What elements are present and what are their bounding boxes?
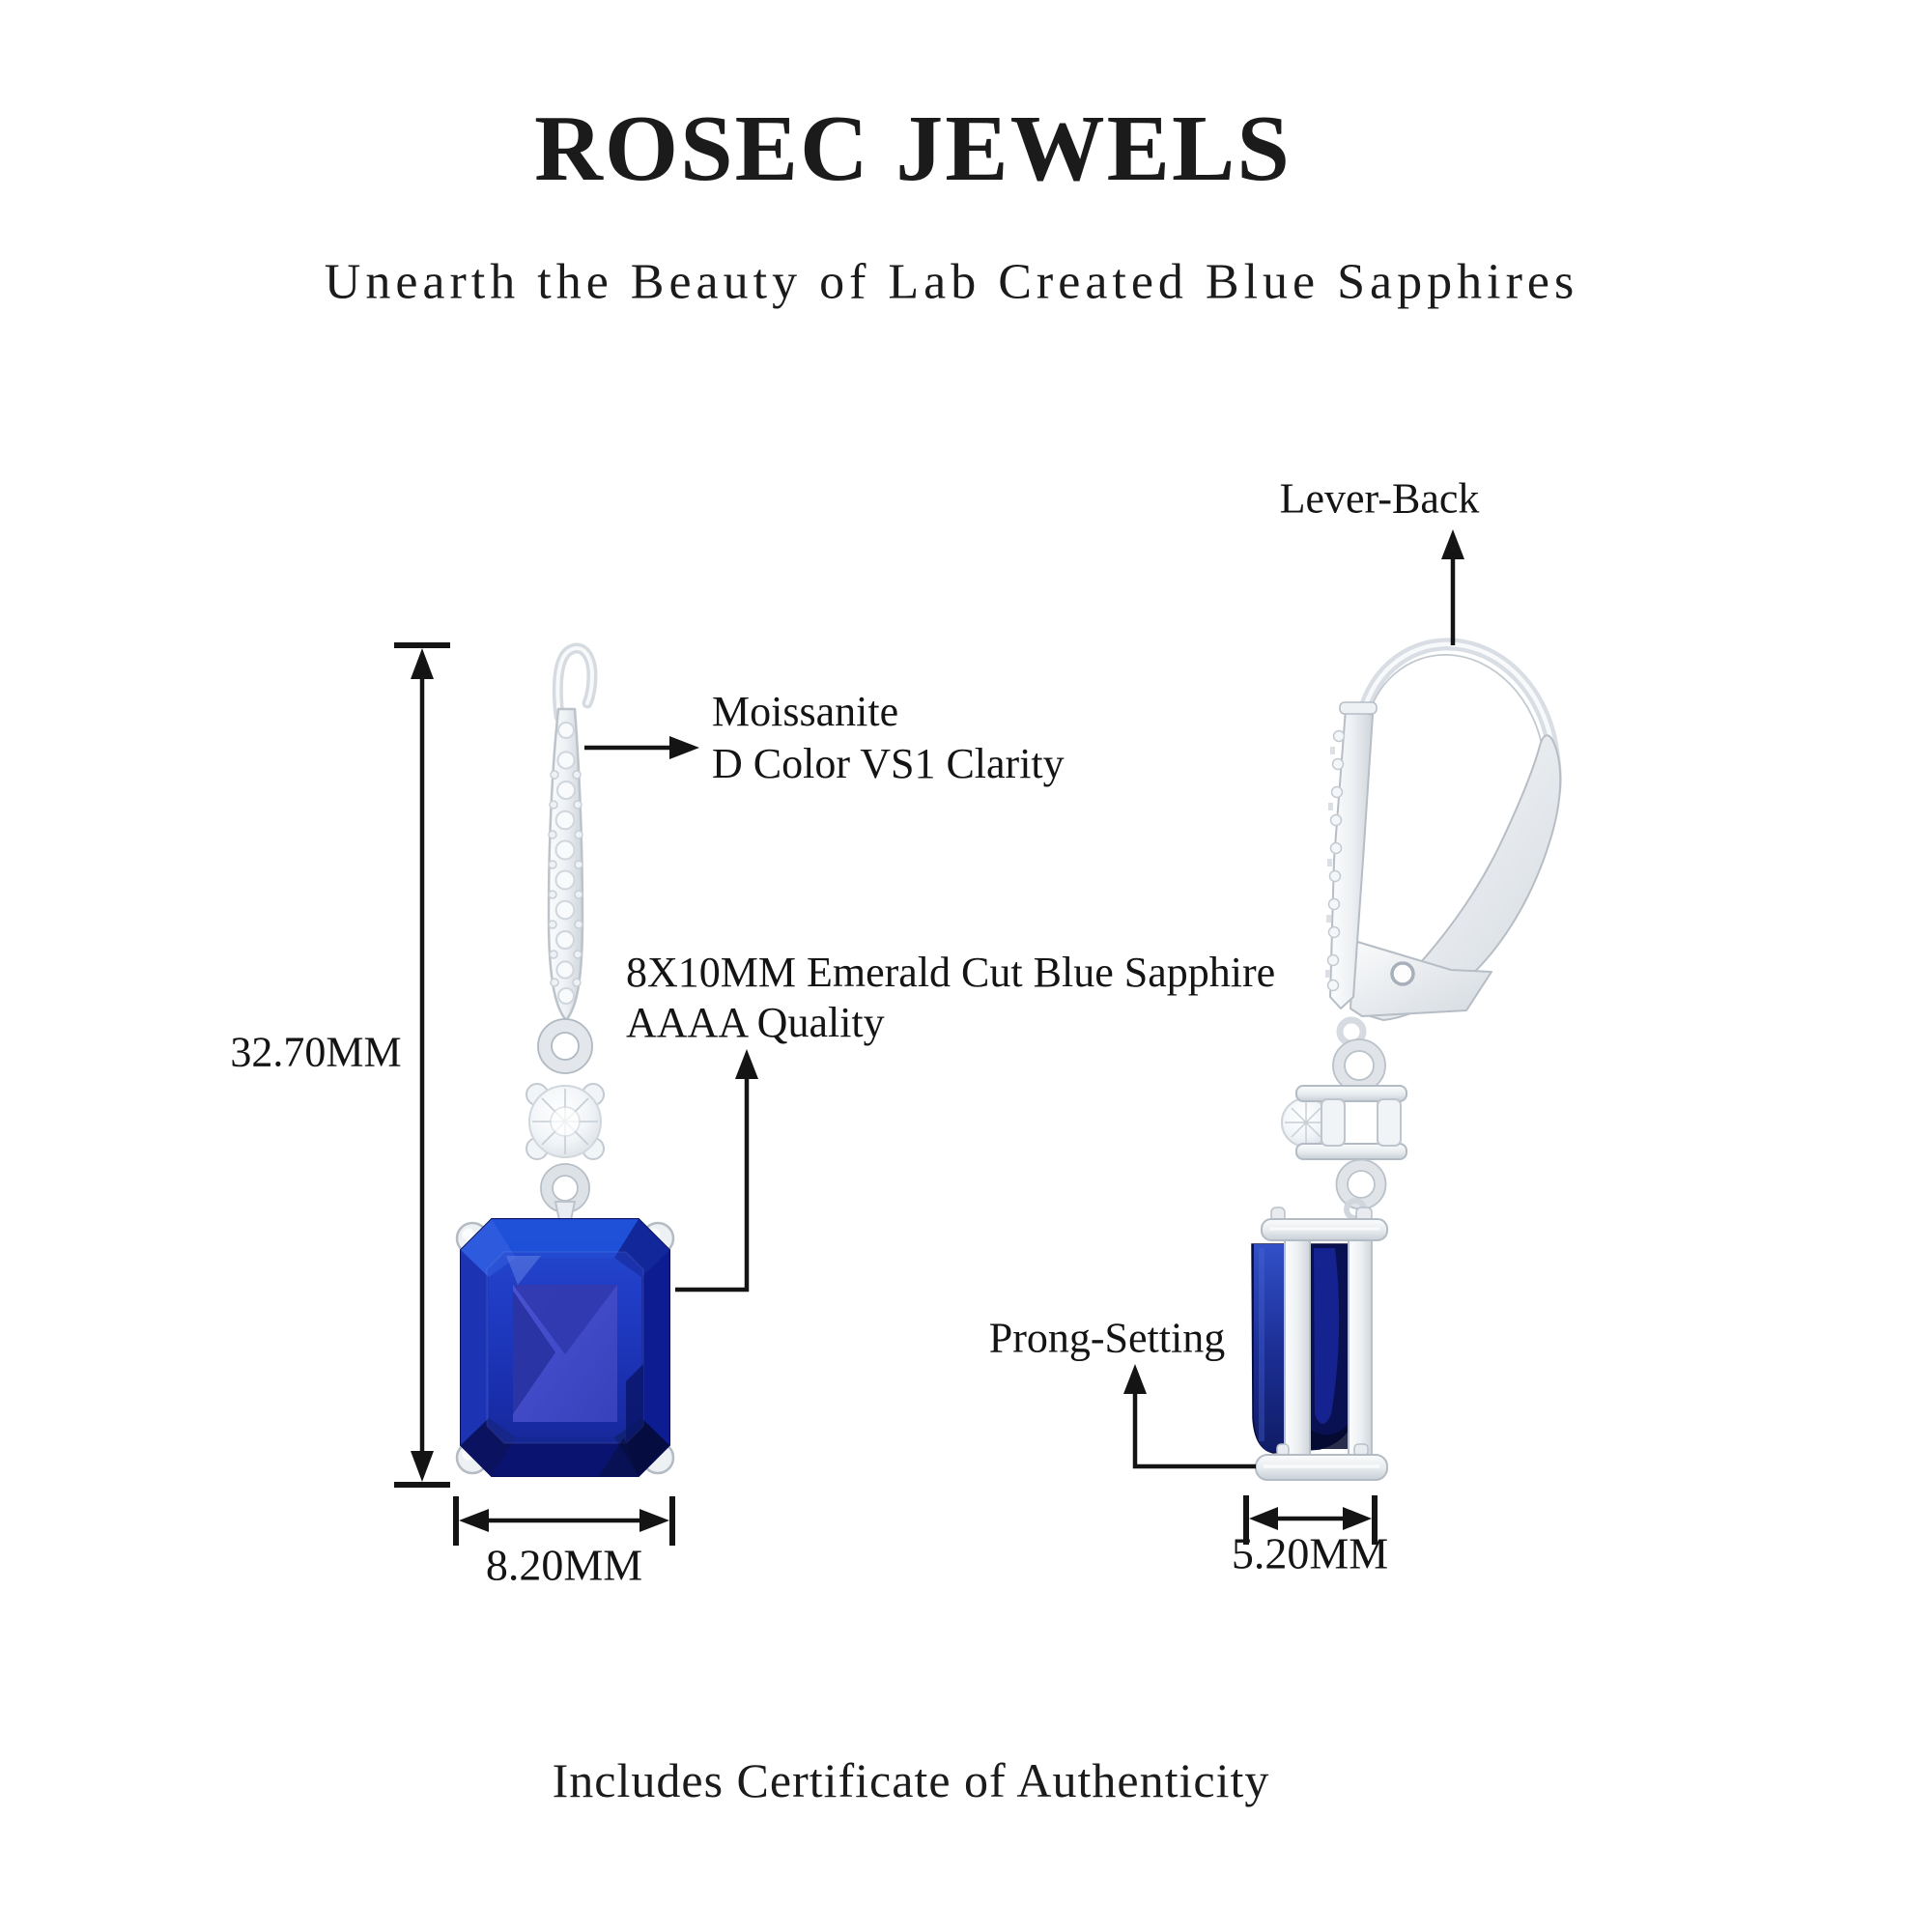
dim-side-arrow-left xyxy=(1249,1507,1278,1530)
moissanite-label-line1: Moissanite xyxy=(712,688,899,735)
prong-arrowhead xyxy=(1123,1364,1147,1394)
leverback-wire-edge xyxy=(1365,654,1545,756)
brand-title: ROSEC JEWELS xyxy=(534,97,1292,201)
leverback-wire-highlight xyxy=(1358,641,1558,797)
moissanite-label: Moissanite D Color VS1 Clarity xyxy=(712,686,1065,790)
dim-front-arrow-left xyxy=(459,1509,489,1532)
side-pave-bar xyxy=(1329,708,1374,1009)
dim-height-arrow-up xyxy=(411,648,434,679)
leverback-arrowhead xyxy=(1441,529,1464,559)
prong-leader-line xyxy=(1132,1379,1256,1469)
post-ring xyxy=(537,1018,593,1074)
moissanite-arrowhead xyxy=(669,736,699,759)
side-moissanite-mount xyxy=(1281,1085,1407,1160)
sapphire-label-line2: AAAA Quality xyxy=(626,999,885,1046)
dim-width-front-label: 8.20MM xyxy=(485,1540,643,1590)
pave-post-prong-dots xyxy=(548,770,583,987)
dim-height-arrow-down xyxy=(411,1451,434,1482)
side-pave-ticks xyxy=(1325,747,1335,978)
dim-front-arrow-right xyxy=(639,1509,669,1532)
pave-post-stones xyxy=(554,722,576,1005)
left-earring-front-view xyxy=(455,642,675,1477)
right-earring-side-view xyxy=(1251,638,1562,1481)
sapphire-leader-line xyxy=(675,1065,750,1293)
sapphire-label-line1: 8X10MM Emerald Cut Blue Sapphire xyxy=(626,949,1276,996)
sapphire-arrowhead xyxy=(735,1049,758,1079)
lever-blade xyxy=(1361,734,1562,1022)
side-ring-1 xyxy=(1332,1038,1386,1093)
hook-wire-highlight xyxy=(555,646,595,719)
dim-side-arrow-right xyxy=(1343,1507,1372,1530)
dim-height-label: 32.70MM xyxy=(230,1028,402,1076)
certificate-note: Includes Certificate of Authenticity xyxy=(552,1753,1270,1807)
moissanite-label-line2: D Color VS1 Clarity xyxy=(712,740,1065,787)
side-pave-bar-cap xyxy=(1339,701,1378,715)
side-prong-basket xyxy=(1251,1207,1388,1481)
pivot-hole xyxy=(1390,961,1415,986)
sapphire-label: 8X10MM Emerald Cut Blue Sapphire AAAA Qu… xyxy=(626,948,1275,1048)
arrowheads xyxy=(411,529,1464,1532)
page-subtitle: Unearth the Beauty of Lab Created Blue S… xyxy=(324,254,1579,310)
round-moissanite xyxy=(526,1083,605,1160)
link-ring xyxy=(540,1163,590,1221)
dim-width-side-label: 5.20MM xyxy=(1231,1528,1389,1578)
dimension-lines xyxy=(394,547,1456,1546)
side-pave-stones xyxy=(1326,729,1346,992)
emerald-cut-sapphire xyxy=(460,1218,670,1477)
prong-setting-label: Prong-Setting xyxy=(988,1314,1226,1362)
lever-back-label: Lever-Back xyxy=(1279,474,1480,523)
